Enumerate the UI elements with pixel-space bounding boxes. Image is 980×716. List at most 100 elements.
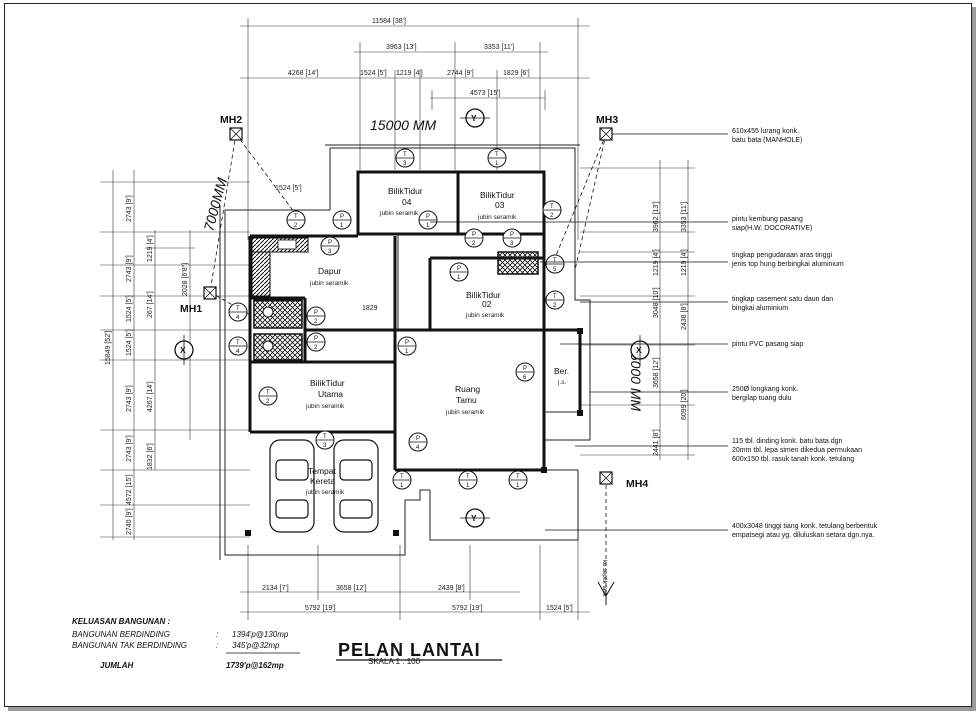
tag-letter: P bbox=[510, 232, 514, 238]
tag-number: 1 bbox=[400, 483, 404, 489]
tag-number: 2 bbox=[314, 345, 318, 351]
note-8-line-2: empatsegi atau yg. diluluskan setara dgn… bbox=[732, 532, 874, 539]
dim-left-5: 2743 [9'] bbox=[126, 385, 133, 412]
mh4-label: MH4 bbox=[626, 478, 648, 490]
room-bilik03-floor: jubin seramik bbox=[477, 214, 517, 221]
door-tag-4: P1 bbox=[418, 210, 438, 230]
area-summary: KELUASAN BANGUNAN : BANGUNAN BERDINDING … bbox=[72, 617, 300, 670]
window-tag-20: T1 bbox=[392, 470, 412, 490]
room-bilik02-num: 02 bbox=[482, 299, 492, 309]
left-dimension-texts: 15849 [52'] 2743 [9'] 2743 [9'] 1524 [5'… bbox=[105, 195, 189, 535]
tag-number: 4 bbox=[236, 315, 240, 321]
pillars bbox=[245, 328, 583, 536]
dim-top-g: 1829 [6'] bbox=[503, 70, 530, 77]
dim-bot-1: 2134 [7'] bbox=[262, 585, 289, 592]
tag-number: 2 bbox=[472, 241, 476, 247]
dim-right-a5: 2441 [8'] bbox=[653, 429, 660, 456]
tag-number: 3 bbox=[403, 161, 407, 167]
door-tag-15: P1 bbox=[397, 336, 417, 356]
room-utama-name: BilikTidur bbox=[310, 378, 345, 388]
window-tag-2: T2 bbox=[286, 210, 306, 230]
door-tag-12: P2 bbox=[306, 306, 326, 326]
area-row-2-value: 345'p@32mp bbox=[232, 641, 280, 650]
dim-left-total: 15849 [52'] bbox=[105, 331, 112, 365]
door-tag-6: P3 bbox=[502, 228, 522, 248]
plan-scale: SKALA 1 : 100 bbox=[368, 657, 421, 666]
tag-letter: T bbox=[495, 152, 499, 158]
drawing-frame bbox=[4, 3, 972, 707]
area-total-label: JUMLAH bbox=[100, 661, 134, 670]
dim-inner-1829: 1829 bbox=[362, 305, 378, 312]
window-tag-21: T1 bbox=[458, 470, 478, 490]
dim-bot-5: 5792 [19'] bbox=[452, 605, 483, 612]
mh3-label: MH3 bbox=[596, 114, 618, 126]
room-dapur-name: Dapur bbox=[318, 266, 341, 276]
tag-number: 1 bbox=[426, 223, 430, 229]
dim-left-1: 2743 [9'] bbox=[126, 195, 133, 222]
note-leaders bbox=[430, 133, 728, 531]
dim-left-b5: 1832 [6'] bbox=[147, 443, 154, 470]
dim-left-b2: 2028 [6'8"] bbox=[182, 263, 189, 296]
tag-letter: P bbox=[523, 366, 527, 372]
tag-number: 6 bbox=[523, 375, 527, 381]
note-6-line-1: 250Ø longkang konk. bbox=[732, 386, 798, 393]
mh1-label: MH1 bbox=[180, 303, 202, 315]
room-bilik04-floor: jubin seramik bbox=[379, 210, 419, 217]
dim-top-a: 3963 [13'] bbox=[386, 44, 417, 51]
dim-left-7: 4572 [15'] bbox=[126, 474, 133, 505]
dim-right-a1: 3962 [13'] bbox=[653, 201, 660, 232]
dim-bot-6: 1524 [5'] bbox=[546, 605, 573, 612]
dim-top-f: 2744 [9'] bbox=[447, 70, 474, 77]
walls bbox=[248, 170, 582, 472]
note-7-line-2: 20mm tbl. lepa simen dikedua permukaan bbox=[732, 447, 862, 454]
notes: 610x455 lurang konk. batu bata (MANHOLE)… bbox=[731, 128, 878, 539]
room-kereta-floor: jubin seramik bbox=[305, 489, 345, 496]
tag-number: 4 bbox=[416, 445, 420, 451]
room-ber-num: j.s. bbox=[557, 379, 567, 386]
note-5-line-1: pintu PVC pasang siap bbox=[732, 341, 803, 348]
room-bilik02-name: BilikTidur bbox=[466, 290, 501, 300]
tag-letter: T bbox=[550, 204, 554, 210]
tag-number: 4 bbox=[236, 349, 240, 355]
bathrooms bbox=[253, 251, 539, 361]
section-y-top-text: Y bbox=[471, 113, 477, 123]
room-bilik04-num: 04 bbox=[402, 197, 412, 207]
window-tag-18: T3 bbox=[315, 430, 335, 450]
kitchen-counter bbox=[251, 237, 309, 297]
tag-letter: T bbox=[400, 474, 404, 480]
dim-total-width: 11584 [38'] bbox=[372, 18, 406, 25]
room-kereta-num: Kereta bbox=[310, 476, 335, 486]
mh2-label: MH2 bbox=[220, 114, 242, 126]
note-2-line-2: siap(H.W. DOCORATIVE) bbox=[732, 225, 812, 232]
tag-letter: P bbox=[314, 310, 318, 316]
room-utama-num: Utama bbox=[318, 389, 343, 399]
window-tag-11: T4 bbox=[228, 302, 248, 322]
tag-letter: T bbox=[323, 434, 327, 440]
room-ruang-name: Ruang bbox=[455, 384, 480, 394]
room-ruang-num: Tamu bbox=[456, 395, 477, 405]
area-row-2-label: BANGUNAN TAK BERDINDING bbox=[72, 641, 187, 650]
note-7-line-1: 115 tbl. dinding konk. batu bata dgn bbox=[732, 438, 843, 445]
dim-bot-2: 3658 [12'] bbox=[336, 585, 367, 592]
room-ber-name: Ber. bbox=[554, 366, 569, 376]
area-row-1-sep: : bbox=[216, 630, 218, 639]
note-8-line-1: 400x3048 tinggi tiang konk. tetulang ber… bbox=[732, 523, 878, 530]
tag-number: 1 bbox=[495, 161, 499, 167]
room-dapur-floor: jubin seramik bbox=[309, 280, 349, 287]
door-tag-3: P1 bbox=[332, 210, 352, 230]
section-x-left-text: X bbox=[180, 345, 186, 355]
note-3-line-2: jenis top hung berbingkai aluminium bbox=[731, 261, 844, 268]
door-tag-16: P6 bbox=[515, 362, 535, 382]
mm-top-label: 15000 MM bbox=[370, 117, 436, 133]
tag-number: 1 bbox=[405, 349, 409, 355]
door-tag-7: P2 bbox=[464, 228, 484, 248]
area-row-1-label: BANGUNAN BERDINDING bbox=[72, 630, 170, 639]
room-bilik03-name: BilikTidur bbox=[480, 190, 515, 200]
door-tag-23: P3 bbox=[320, 236, 340, 256]
tag-letter: P bbox=[416, 436, 420, 442]
window-tag-10: T2 bbox=[545, 290, 565, 310]
dim-right-a3: 3048 [10'] bbox=[653, 287, 660, 318]
dim-left-2: 2743 [9'] bbox=[126, 255, 133, 282]
window-tag-17: T2 bbox=[258, 386, 278, 406]
